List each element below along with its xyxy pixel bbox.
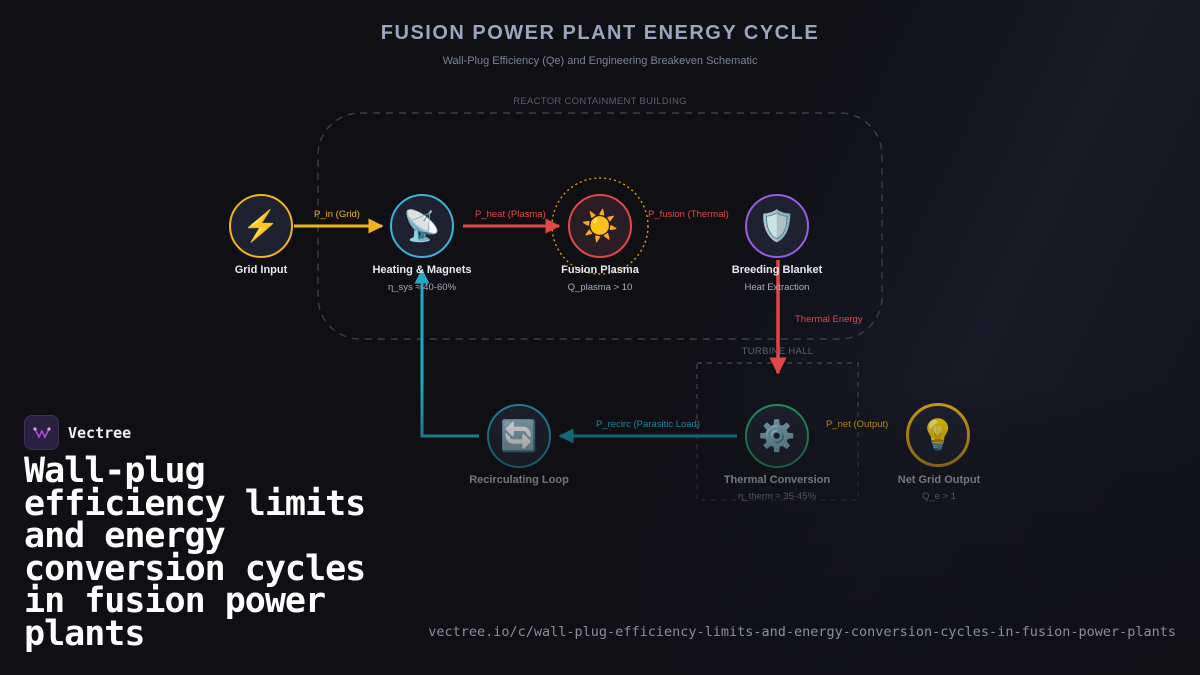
output-label: Net Grid Output (897, 474, 981, 486)
page-url[interactable]: vectree.io/c/wall-plug-efficiency-limits… (428, 624, 1176, 640)
vectree-logo-icon (24, 415, 59, 450)
sun-icon: ☀️ (581, 209, 619, 243)
arrow-recirc-feedback (414, 268, 479, 438)
edge-label-thermal-energy: Thermal Energy (795, 314, 863, 325)
plasma-sublabel: Q_plasma > 10 (567, 282, 633, 293)
edge-label-p-in: P_in (Grid) (314, 209, 360, 220)
thermal-label: Thermal Conversion (723, 474, 831, 486)
thermal-node: ⚙️ (745, 404, 809, 468)
shield-icon: 🛡️ (758, 209, 796, 243)
reactor-zone-label: REACTOR CONTAINMENT BUILDING (513, 96, 687, 107)
grid-input-label: Grid Input (234, 264, 288, 276)
edge-label-p-fusion: P_fusion (Thermal) (648, 209, 729, 220)
grid-input-node: ⚡ (229, 194, 293, 258)
output-node: 💡 (906, 403, 970, 467)
edge-label-p-heat: P_heat (Plasma) (475, 209, 546, 220)
diagram-title: FUSION POWER PLANT ENERGY CYCLE (380, 22, 820, 44)
edge-label-p-net: P_net (Output) (826, 419, 889, 430)
heating-sublabel: η_sys ≈ 40-60% (387, 282, 457, 293)
recycle-arrows-icon: 🔄 (500, 419, 538, 453)
blanket-sublabel: Heat Extraction (744, 282, 810, 293)
diagram-subtitle: Wall-Plug Efficiency (Qe) and Engineerin… (442, 55, 758, 67)
heating-label: Heating & Magnets (372, 264, 472, 276)
plasma-node: ☀️ (568, 194, 632, 258)
output-sublabel: Q_e > 1 (921, 491, 957, 502)
lightning-icon: ⚡ (242, 209, 280, 243)
edge-label-p-recirc: P_recirc (Parasitic Load) (596, 419, 701, 430)
brand: Vectree (24, 415, 131, 450)
recirc-label: Recirculating Loop (469, 474, 569, 486)
brand-name: Vectree (68, 423, 132, 442)
turbine-zone-label: TURBINE HALL (741, 346, 814, 357)
lightbulb-icon: 💡 (919, 418, 957, 452)
blanket-label: Breeding Blanket (731, 264, 823, 276)
gear-icon: ⚙️ (758, 419, 796, 453)
recirc-node: 🔄 (487, 404, 551, 468)
heating-node: 📡 (390, 194, 454, 258)
headline: Wall-plug efficiency limits and energy c… (24, 451, 366, 654)
plasma-label: Fusion Plasma (561, 264, 639, 276)
blanket-node: 🛡️ (745, 194, 809, 258)
satellite-dish-icon: 📡 (403, 209, 441, 243)
thermal-sublabel: η_therm ≈ 35-45% (737, 491, 817, 502)
